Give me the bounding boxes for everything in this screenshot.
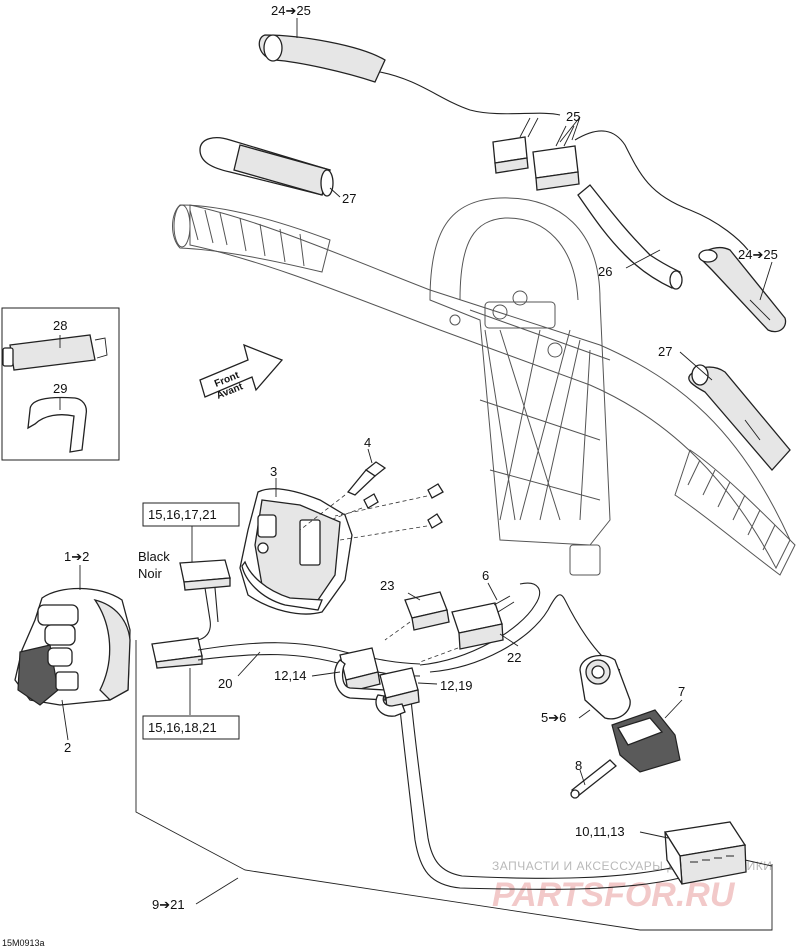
label-12-19: 12,19 xyxy=(440,678,473,693)
label-26: 26 xyxy=(598,264,612,279)
wiring-harness xyxy=(151,559,681,890)
harness-plug-a xyxy=(333,647,386,701)
label-28: 28 xyxy=(53,318,67,333)
pin xyxy=(570,759,617,799)
connector-23 xyxy=(384,591,450,641)
handlebar-switch-assembly xyxy=(14,587,131,706)
label-5-6: 5➔6 xyxy=(541,710,566,725)
heated-grip-element-right xyxy=(698,247,787,333)
grip-tube-right xyxy=(688,364,791,471)
front-arrow: Front Avant xyxy=(199,343,284,402)
callout-frame xyxy=(135,640,773,931)
screws xyxy=(299,461,444,541)
label-23: 23 xyxy=(380,578,394,593)
heat-switch xyxy=(579,654,631,720)
label-27-top: 27 xyxy=(342,191,356,206)
label-10-11-13: 10,11,13 xyxy=(575,824,625,839)
leader-lines xyxy=(59,18,773,905)
harness-plug-b xyxy=(375,667,420,717)
inset-box xyxy=(1,307,120,461)
label-24-25-right: 24➔25 xyxy=(738,247,778,262)
handlebar-assembly xyxy=(172,197,796,576)
label-box-top: 15,16,17,21 xyxy=(148,507,217,522)
callout-box-top xyxy=(142,502,240,527)
label-25: 25 xyxy=(566,109,580,124)
label-1-2: 1➔2 xyxy=(64,549,89,564)
label-22: 22 xyxy=(507,650,521,665)
label-7: 7 xyxy=(678,684,685,699)
label-27-right: 27 xyxy=(658,344,672,359)
handlebar-tube xyxy=(577,184,683,290)
label-29: 29 xyxy=(53,381,67,396)
grip-tube-top xyxy=(199,137,334,197)
label-9-21: 9➔21 xyxy=(152,897,185,912)
label-box-bottom: 15,16,18,21 xyxy=(148,720,217,735)
label-24-25-top: 24➔25 xyxy=(271,3,311,18)
label-2: 2 xyxy=(64,740,71,755)
label-20: 20 xyxy=(218,676,232,691)
control-module xyxy=(663,821,747,885)
label-12-14: 12,14 xyxy=(274,668,307,683)
connector-pair xyxy=(492,117,749,251)
connector-22 xyxy=(419,595,515,663)
label-black: Black xyxy=(138,549,170,564)
label-4: 4 xyxy=(364,435,371,450)
watermark-logo: PARTSFOR.RU xyxy=(492,876,736,914)
switch-cover xyxy=(611,709,681,773)
label-noir: Noir xyxy=(138,566,163,581)
part-labels: 24➔25 25 27 26 24➔25 27 28 29 4 3 15,16,… xyxy=(2,3,778,948)
callout-box-bottom xyxy=(142,715,240,740)
heated-grip-element-top xyxy=(258,34,561,116)
label-6: 6 xyxy=(482,568,489,583)
label-reference: 15M0913a xyxy=(2,938,45,948)
label-8: 8 xyxy=(575,758,582,773)
label-3: 3 xyxy=(270,464,277,479)
switch-housing xyxy=(239,488,353,615)
